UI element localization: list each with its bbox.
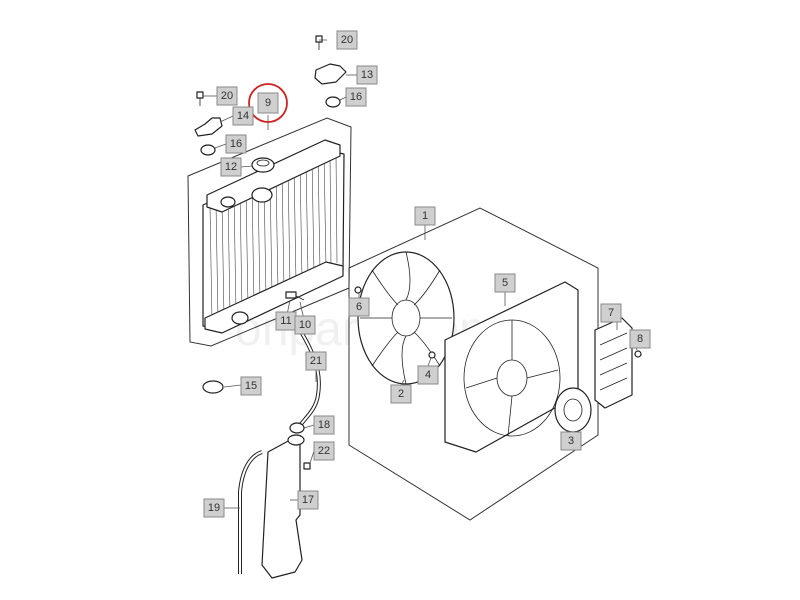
callout-21[interactable]: 21 — [305, 351, 327, 371]
callout-label: 18 — [318, 419, 330, 431]
reservoir-tank[interactable] — [261, 434, 305, 579]
callout-label: 9 — [265, 97, 271, 109]
callout-label: 20 — [221, 90, 233, 102]
callout-6[interactable]: 6 — [348, 297, 370, 317]
callout-label: 2 — [398, 388, 404, 400]
callout-9-highlight-ring — [248, 83, 288, 123]
callout-label: 10 — [299, 319, 311, 331]
callout-16-left[interactable]: 16 — [225, 134, 247, 154]
callout-12[interactable]: 12 — [220, 157, 242, 177]
callout-label: 22 — [318, 445, 330, 457]
callout-19[interactable]: 19 — [203, 498, 225, 518]
callout-7[interactable]: 7 — [600, 303, 622, 323]
callout-14[interactable]: 14 — [232, 106, 254, 126]
callout-label: 1 — [422, 210, 428, 222]
hose-clamp[interactable] — [289, 422, 305, 434]
upper-inlet — [220, 196, 236, 208]
callout-label: 7 — [608, 307, 614, 319]
radiator[interactable] — [202, 139, 345, 334]
callout-17[interactable]: 17 — [297, 490, 319, 510]
shroud-nut-upper[interactable] — [354, 286, 362, 294]
callout-label: 15 — [245, 380, 257, 392]
lower-outlet — [231, 311, 249, 325]
callout-13[interactable]: 13 — [356, 65, 378, 85]
radiator-mount-bracket-right[interactable] — [314, 63, 347, 85]
callout-15[interactable]: 15 — [240, 376, 262, 396]
fan-resistor[interactable] — [594, 317, 633, 409]
resistor-screw[interactable] — [634, 350, 642, 358]
callout-label: 11 — [280, 315, 291, 327]
callout-18[interactable]: 18 — [313, 415, 335, 435]
callout-label: 5 — [502, 277, 508, 289]
callout-label: 4 — [425, 369, 431, 381]
mount-bushing-left[interactable] — [200, 144, 216, 156]
radiator-mount-bracket-left[interactable] — [194, 117, 223, 137]
callout-11[interactable]: 11 — [275, 311, 297, 331]
reservoir-hose[interactable] — [238, 450, 263, 574]
bolt-left[interactable] — [196, 91, 204, 106]
callout-10[interactable]: 10 — [294, 315, 316, 335]
cooling-fan[interactable] — [357, 251, 455, 385]
callout-label: 8 — [637, 333, 643, 345]
callout-label: 17 — [302, 494, 314, 506]
callout-5[interactable]: 5 — [494, 273, 516, 293]
callout-label: 19 — [208, 502, 220, 514]
callout-9[interactable]: 9 — [257, 92, 279, 114]
lower-mount-bushing[interactable] — [202, 380, 224, 394]
fan-motor[interactable] — [554, 387, 592, 433]
callout-20-top[interactable]: 20 — [336, 30, 358, 50]
callout-8[interactable]: 8 — [629, 329, 651, 349]
filler-neck — [251, 187, 273, 203]
callout-22[interactable]: 22 — [313, 441, 335, 461]
callout-3[interactable]: 3 — [560, 431, 582, 451]
callout-label: 16 — [230, 138, 242, 150]
callout-label: 14 — [237, 110, 249, 122]
callout-label: 13 — [361, 69, 373, 81]
callout-2[interactable]: 2 — [390, 384, 412, 404]
shroud-nut-lower[interactable] — [428, 351, 436, 359]
callout-label: 20 — [341, 34, 353, 46]
callout-label: 3 — [568, 435, 574, 447]
bolt-right[interactable] — [315, 35, 323, 50]
drain-cock[interactable] — [285, 291, 305, 301]
callout-20-left[interactable]: 20 — [216, 86, 238, 106]
callout-label: 21 — [310, 355, 322, 367]
callout-16-top[interactable]: 16 — [345, 87, 367, 107]
radiator-top-tank — [206, 139, 341, 213]
callout-label: 12 — [225, 161, 237, 173]
radiator-cap[interactable] — [251, 157, 275, 173]
mount-bushing-right[interactable] — [325, 96, 341, 108]
callout-4[interactable]: 4 — [417, 365, 439, 385]
callout-label: 16 — [350, 91, 362, 103]
callout-1[interactable]: 1 — [414, 206, 436, 226]
reservoir-bolt[interactable] — [303, 462, 311, 470]
fan-group-frame — [348, 207, 599, 521]
callout-label: 6 — [356, 301, 362, 313]
radiator-fins — [209, 151, 338, 323]
